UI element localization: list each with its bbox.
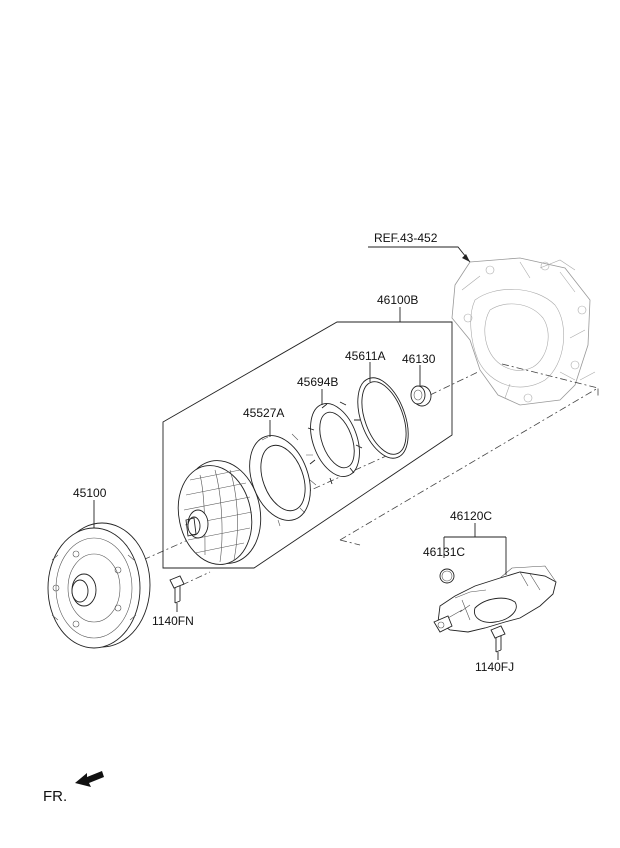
label-ref: REF.43-452 [374, 231, 438, 245]
label-46120c: 46120C [450, 509, 492, 523]
ring-45527a [249, 433, 317, 527]
label-1140fj: 1140FJ [475, 660, 514, 674]
label-46130: 46130 [402, 352, 436, 366]
label-45100: 45100 [73, 486, 107, 500]
label-46100b: 46100B [377, 293, 418, 307]
bolt-1140fj [490, 625, 506, 653]
leader-ref [368, 246, 471, 263]
oil-pump [177, 460, 262, 565]
pump-bolt-axis [181, 571, 211, 586]
snap-ring-45611a [357, 377, 409, 459]
valve-body-46120c [433, 565, 557, 633]
front-arrow-icon [75, 771, 104, 787]
label-1140fn: 1140FN [152, 614, 194, 628]
assembly-46100b-box [162, 321, 453, 569]
torque-converter-45100 [47, 522, 151, 649]
bushing-46130 [410, 385, 432, 407]
label-45611a: 45611A [345, 349, 385, 363]
label-45694b: 45694B [297, 375, 338, 389]
label-46131c: 46131C [423, 545, 465, 559]
label-front: FR. [43, 788, 67, 805]
ref-arrowhead [462, 254, 470, 262]
valve-body-ref-line [339, 387, 599, 546]
bolt-1140fn [169, 575, 185, 604]
leader-46120c [443, 523, 507, 575]
transmission-housing [451, 257, 596, 406]
label-45527a: 45527A [243, 406, 284, 420]
seal-ring-45694b [307, 401, 363, 485]
